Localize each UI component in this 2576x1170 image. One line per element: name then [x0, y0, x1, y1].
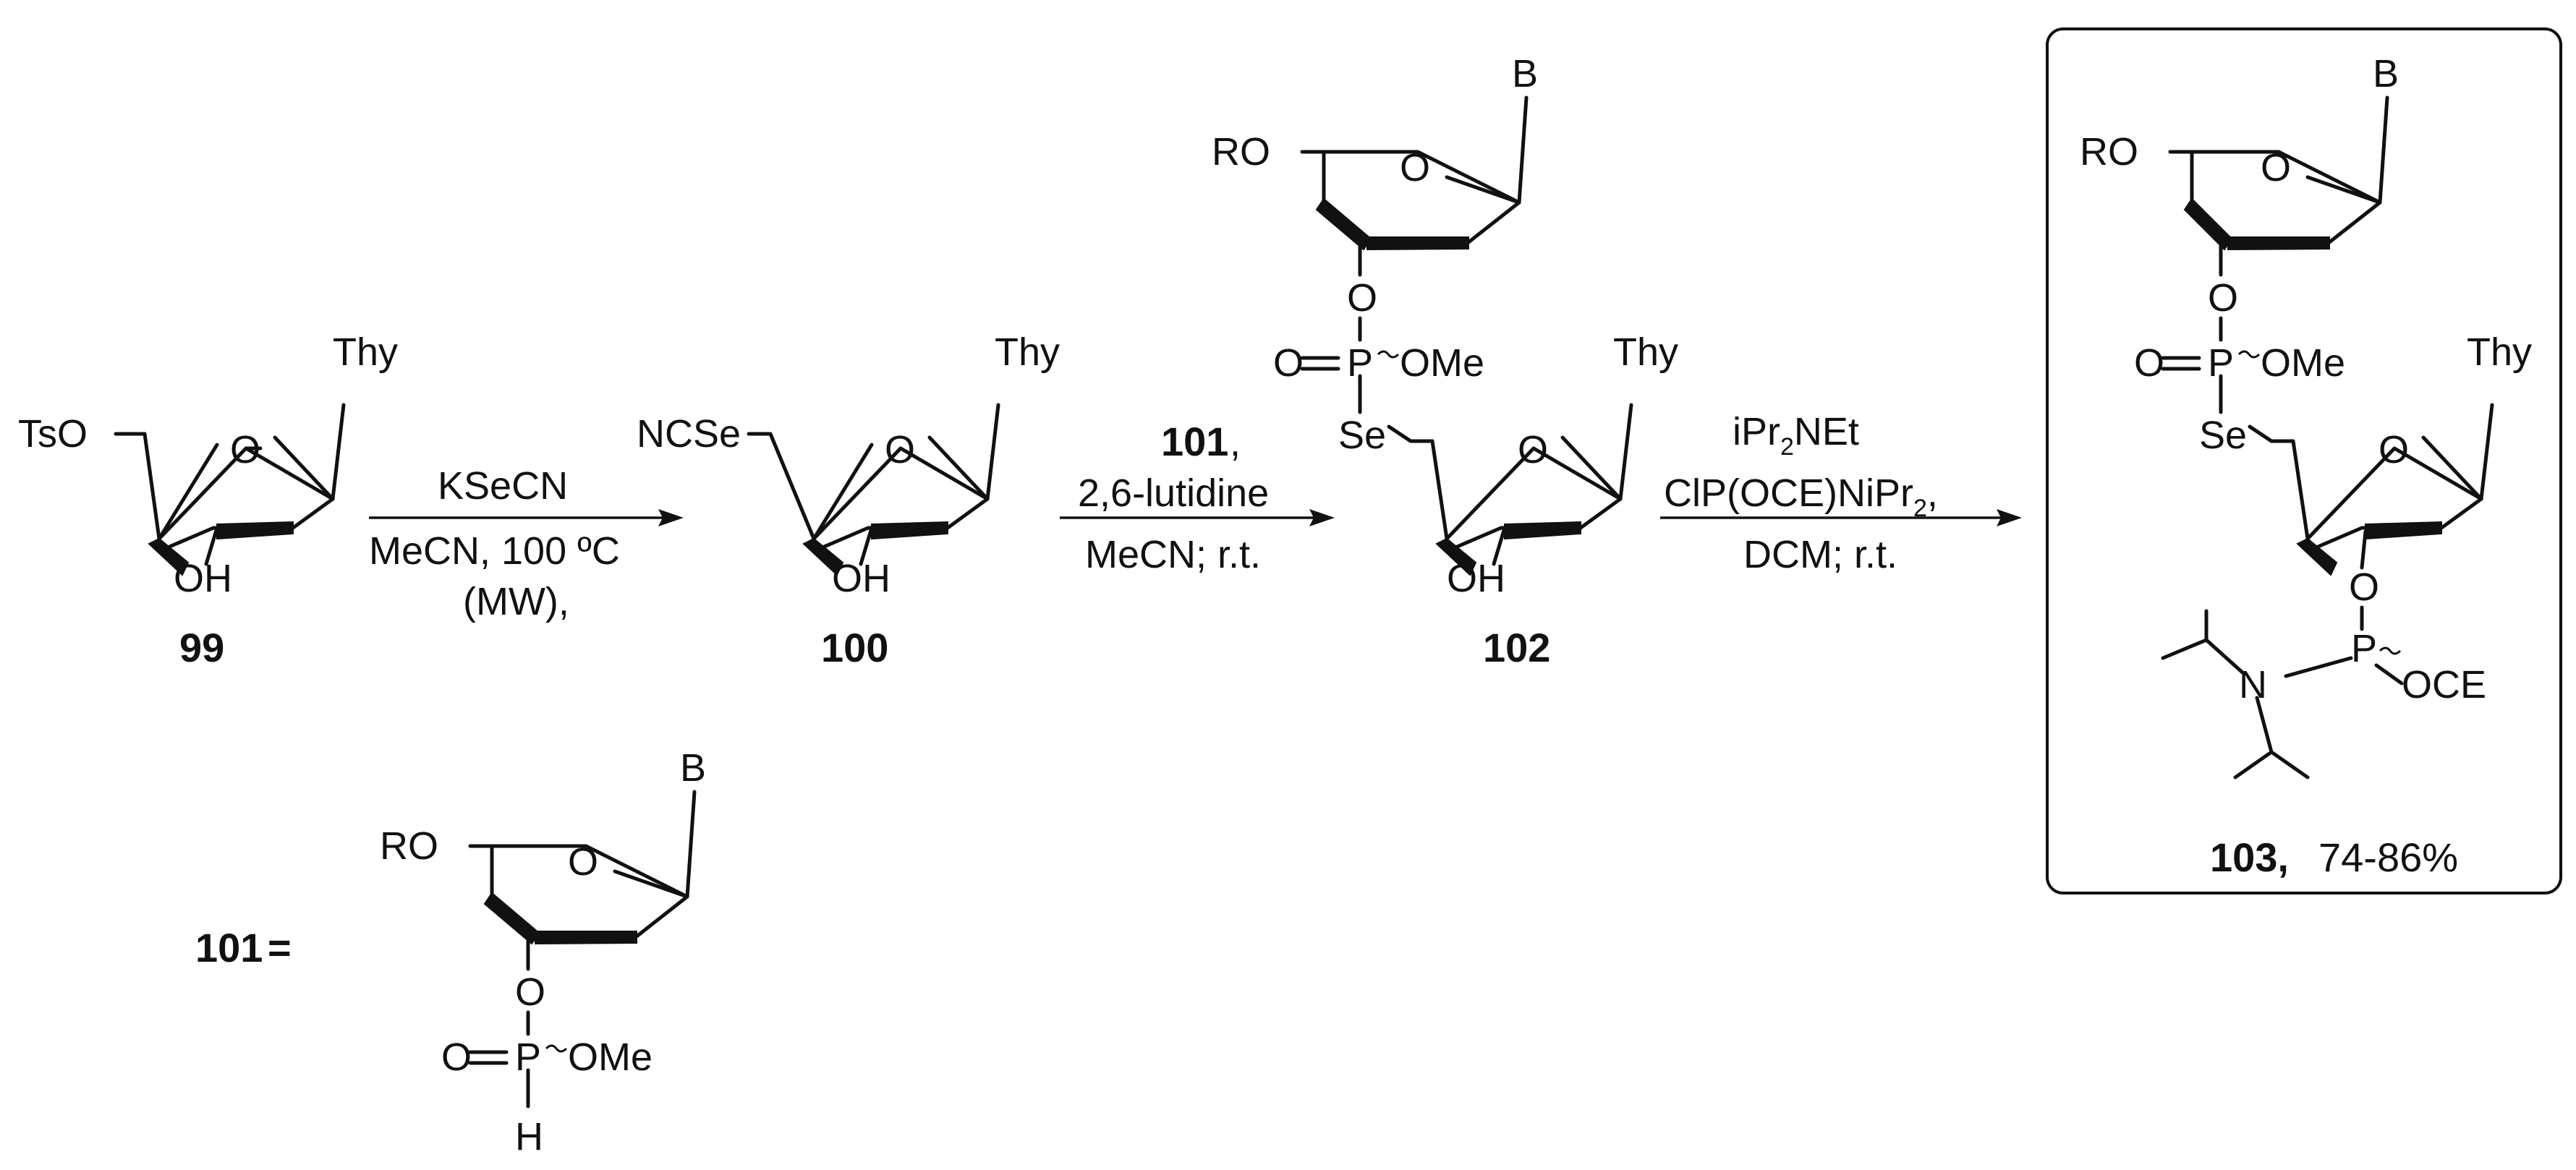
step1-conditions-line2: (MW), — [463, 580, 569, 623]
ro-label-103: RO — [2080, 130, 2138, 174]
step2-conditions: MeCN; r.t. — [1085, 533, 1261, 576]
o3-label-102: O — [1347, 276, 1377, 320]
reaction-arrow-2: 101 , 2,6-lutidine MeCN; r.t. — [1060, 419, 1335, 576]
yield-103: 74-86% — [2318, 834, 2458, 880]
step2-base: 2,6-lutidine — [1078, 471, 1269, 515]
o3b-label-103: O — [2349, 565, 2379, 609]
se-label-102: Se — [1338, 414, 1386, 457]
oh-label-100: OH — [832, 557, 890, 600]
tso-label: TsO — [18, 412, 88, 456]
b-label-103: B — [2373, 52, 2399, 95]
ring-oxygen-99: O — [230, 428, 260, 471]
compound-number-101: 101 — [195, 925, 263, 970]
ring-oxygen-102a: O — [1400, 146, 1430, 189]
thy-label-99: Thy — [333, 330, 398, 374]
ome-label-102: OMe — [1400, 341, 1484, 385]
compound-103: O — [2161, 95, 2494, 780]
reaction-arrow-1: KSeCN MeCN, 100 ºC (MW), — [369, 464, 684, 623]
ncse-label: NCSe — [637, 412, 741, 456]
compound-99: O TsO Thy OH 99 — [18, 330, 398, 670]
se-label-103: Se — [2199, 414, 2247, 457]
oh-label-99: OH — [174, 557, 232, 600]
compound-number-102: 102 — [1483, 625, 1550, 670]
b-label-101: B — [680, 746, 706, 790]
oeq-label-102: O — [1273, 341, 1304, 385]
ring-oxygen-100: O — [885, 428, 915, 471]
step3-reagent: ClP(OCE)NiPr2, — [1664, 471, 1938, 522]
thy-label-100: Thy — [995, 330, 1060, 374]
step3-conditions: DCM; r.t. — [1743, 533, 1897, 576]
o3-label-103: O — [2208, 276, 2238, 320]
compound-100: O — [747, 403, 1000, 576]
step1-conditions-line1: MeCN, 100 ºC — [369, 529, 620, 573]
compound-number-100: 100 — [821, 625, 888, 670]
ro-label-101: RO — [380, 824, 438, 868]
ome-label-103: OMe — [2261, 341, 2345, 385]
p-label-102: P — [1347, 341, 1373, 385]
ring-oxygen-103b: O — [2379, 428, 2409, 471]
step3-base: iPr2NEt — [1733, 410, 1859, 461]
ro-label-102: RO — [1212, 130, 1270, 174]
ring-oxygen-103a: O — [2261, 146, 2291, 189]
ring-oxygen-101: O — [568, 840, 598, 884]
step2-reagent-id: 101 — [1161, 419, 1228, 464]
compound-102: O — [1300, 95, 1633, 576]
p-label-101: P — [515, 1036, 541, 1079]
p2-label-103: P — [2351, 627, 2377, 670]
o3-label-101: O — [515, 970, 545, 1014]
step1-reagent: KSeCN — [438, 464, 568, 508]
oce-label-103: OCE — [2402, 663, 2486, 706]
compound-number-103: 103, — [2210, 834, 2289, 880]
reaction-arrow-3: iPr2NEt ClP(OCE)NiPr2, DCM; r.t. — [1660, 410, 2022, 576]
n-label-103: N — [2239, 663, 2267, 706]
step2-reagent-sep: , — [1230, 421, 1241, 464]
oeq-label-103: O — [2134, 341, 2164, 385]
oeq-label-101: O — [441, 1036, 472, 1079]
ring-oxygen-102b: O — [1518, 428, 1548, 471]
equals-101: = — [268, 925, 292, 970]
p-label-103: P — [2208, 341, 2234, 385]
ome-label-101: OMe — [568, 1036, 652, 1079]
thy-label-102: Thy — [1613, 330, 1678, 374]
h-label-101: H — [515, 1115, 543, 1158]
thy-label-103: Thy — [2467, 330, 2532, 374]
b-label-102: B — [1512, 52, 1538, 95]
product-box — [2046, 27, 2562, 894]
compound-number-99: 99 — [179, 625, 224, 670]
compound-101 — [468, 790, 697, 1109]
oh-label-102: OH — [1447, 557, 1505, 600]
